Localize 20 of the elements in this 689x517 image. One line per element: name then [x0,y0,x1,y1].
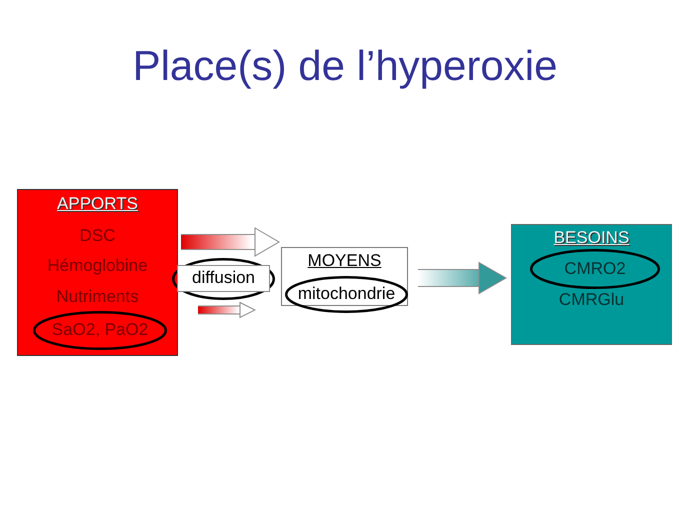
list-item: CMRGlu [558,291,624,309]
panel-heading: APPORTS [57,195,138,213]
category-panel [17,189,178,356]
highlight-ellipse [285,276,408,313]
panel-heading: MOYENS [308,252,382,270]
panel-heading: BESOINS [554,229,630,247]
slide-title: Place(s) de l’hyperoxie [132,45,558,87]
highlight-ellipse [33,311,167,350]
list-item: Hémoglobine [47,257,148,275]
highlighted-text: mitochondrie [298,285,396,303]
highlight-ellipse [172,258,275,300]
highlighted-text: SaO2, PaO2 [52,321,148,339]
list-item: DSC [80,227,116,245]
label-box [177,265,270,292]
box-label: diffusion [192,269,255,287]
highlight-ellipse [530,249,660,289]
category-panel [511,224,672,345]
process-box [281,247,408,306]
highlighted-text: CMRO2 [564,260,626,278]
list-item: Nutriments [56,288,139,306]
